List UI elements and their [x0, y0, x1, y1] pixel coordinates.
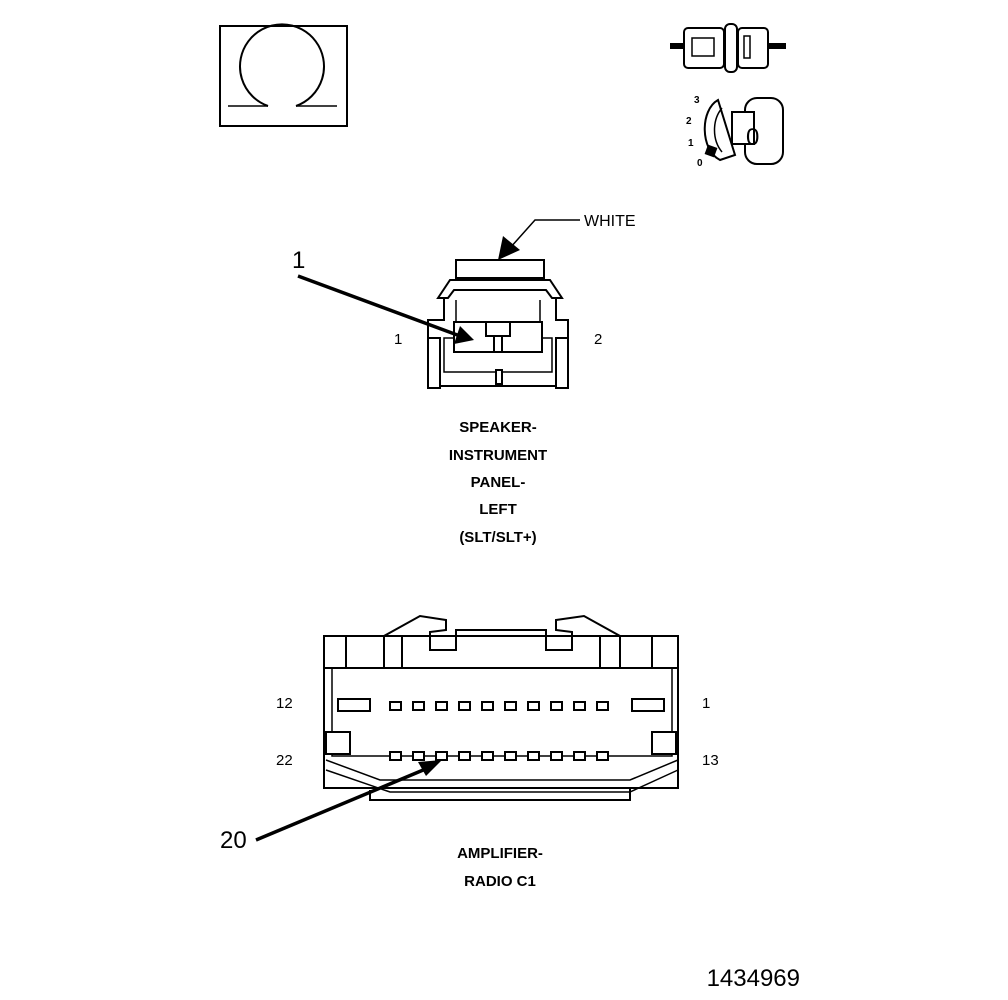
speaker-title-line-4: LEFT: [479, 501, 517, 518]
callout-1-label: 1: [292, 247, 305, 274]
key-position-0: 0: [697, 158, 703, 169]
speaker-title-line-5: (SLT/SLT+): [459, 529, 536, 546]
amplifier-connector: 12 1 22 13 20: [220, 614, 719, 854]
amplifier-connector-title: AMPLIFIER- RADIO C1: [457, 845, 543, 890]
callout-20-leader-line: [255, 766, 429, 842]
white-arrowhead-icon: [498, 236, 520, 260]
connector-icon: [670, 23, 786, 73]
callout-20-label: 20: [220, 827, 247, 854]
top-pin-row: [389, 701, 609, 711]
key-position-3: 3: [694, 95, 700, 106]
speaker-title-line-2: INSTRUMENT: [449, 447, 547, 464]
pin-22-label: 22: [276, 752, 293, 769]
pin-1-label: 1: [394, 331, 402, 348]
pin-1-label: 1: [702, 695, 710, 712]
callout-1-leader-line: [297, 274, 461, 338]
amplifier-title-line-1: AMPLIFIER-: [457, 845, 543, 862]
speaker-connector: WHITE 1 1 2: [292, 213, 636, 389]
speaker-title-line-3: PANEL-: [471, 474, 526, 491]
speaker-title-line-1: SPEAKER-: [459, 419, 537, 436]
callout-20-arrowhead-icon: [418, 760, 442, 776]
key-position-1: 1: [688, 138, 694, 149]
bottom-pin-row: [389, 751, 609, 761]
pin-13-label: 13: [702, 752, 719, 769]
key-position-2: 2: [686, 116, 692, 127]
speaker-connector-title: SPEAKER- INSTRUMENT PANEL- LEFT (SLT/SLT…: [449, 419, 547, 546]
rotary-symbol-icon: [219, 23, 348, 127]
callout-1-arrowhead-icon: [454, 326, 474, 344]
figure-number: 1434969: [707, 965, 800, 992]
connector-color-label: WHITE: [584, 213, 636, 230]
pin-2-label: 2: [594, 331, 602, 348]
key-positions-icon: 3 2 1 0 0: [686, 95, 784, 169]
white-leader-line: [509, 219, 580, 249]
key-letter: 0: [746, 124, 759, 151]
amplifier-title-line-2: RADIO C1: [464, 873, 536, 890]
pin-12-label: 12: [276, 695, 293, 712]
